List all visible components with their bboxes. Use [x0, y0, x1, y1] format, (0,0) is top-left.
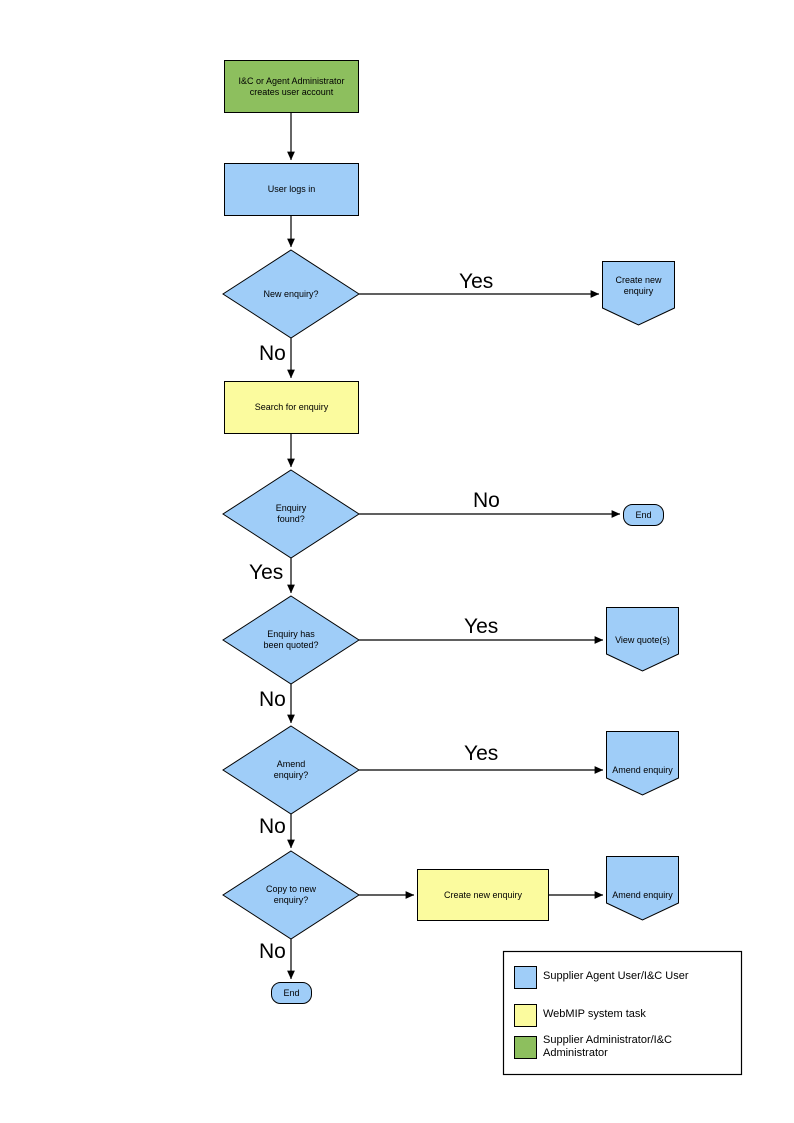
legend-swatch-admin — [514, 1036, 537, 1059]
edge-label-amend-yes: Yes — [464, 742, 499, 765]
legend-swatch-user — [514, 966, 537, 989]
node-amend-enquiry-decision[interactable] — [222, 725, 360, 815]
node-amend-enquiry-right[interactable] — [606, 731, 679, 796]
edge-label-quoted-yes: Yes — [464, 615, 499, 638]
node-enquiry-quoted-decision[interactable] — [222, 595, 360, 685]
node-create-user-account[interactable] — [224, 60, 359, 113]
legend-box — [502, 950, 743, 1076]
edge-label-amend-no: No — [259, 815, 286, 838]
node-user-logs-in[interactable] — [224, 163, 359, 216]
edge-label-copy-no: No — [259, 940, 286, 963]
node-view-quotes[interactable] — [606, 607, 679, 672]
node-create-new-enquiry-top[interactable] — [602, 261, 675, 326]
node-search-for-enquiry[interactable] — [224, 381, 359, 434]
edge-label-newenquiry-yes: Yes — [459, 270, 494, 293]
edge-label-found-no: No — [473, 489, 500, 512]
node-end-bottom[interactable] — [271, 982, 312, 1004]
legend-label-admin: Supplier Administrator/I&C Administrator — [543, 1034, 672, 1059]
edge-label-newenquiry-no: No — [259, 342, 286, 365]
node-enquiry-found-decision[interactable] — [222, 469, 360, 559]
edge-label-found-yes: Yes — [249, 561, 284, 584]
node-copy-to-new-enquiry-decision[interactable] — [222, 850, 360, 940]
node-new-enquiry-decision[interactable] — [222, 249, 360, 339]
legend-label-system: WebMIP system task — [543, 1008, 646, 1020]
node-amend-enquiry-bottom[interactable] — [606, 856, 679, 921]
node-create-new-enquiry-bottom[interactable] — [417, 869, 549, 921]
legend-swatch-system — [514, 1004, 537, 1027]
legend-label-user: Supplier Agent User/I&C User — [543, 970, 689, 982]
edge-label-quoted-no: No — [259, 688, 286, 711]
node-end-top[interactable] — [623, 504, 664, 526]
